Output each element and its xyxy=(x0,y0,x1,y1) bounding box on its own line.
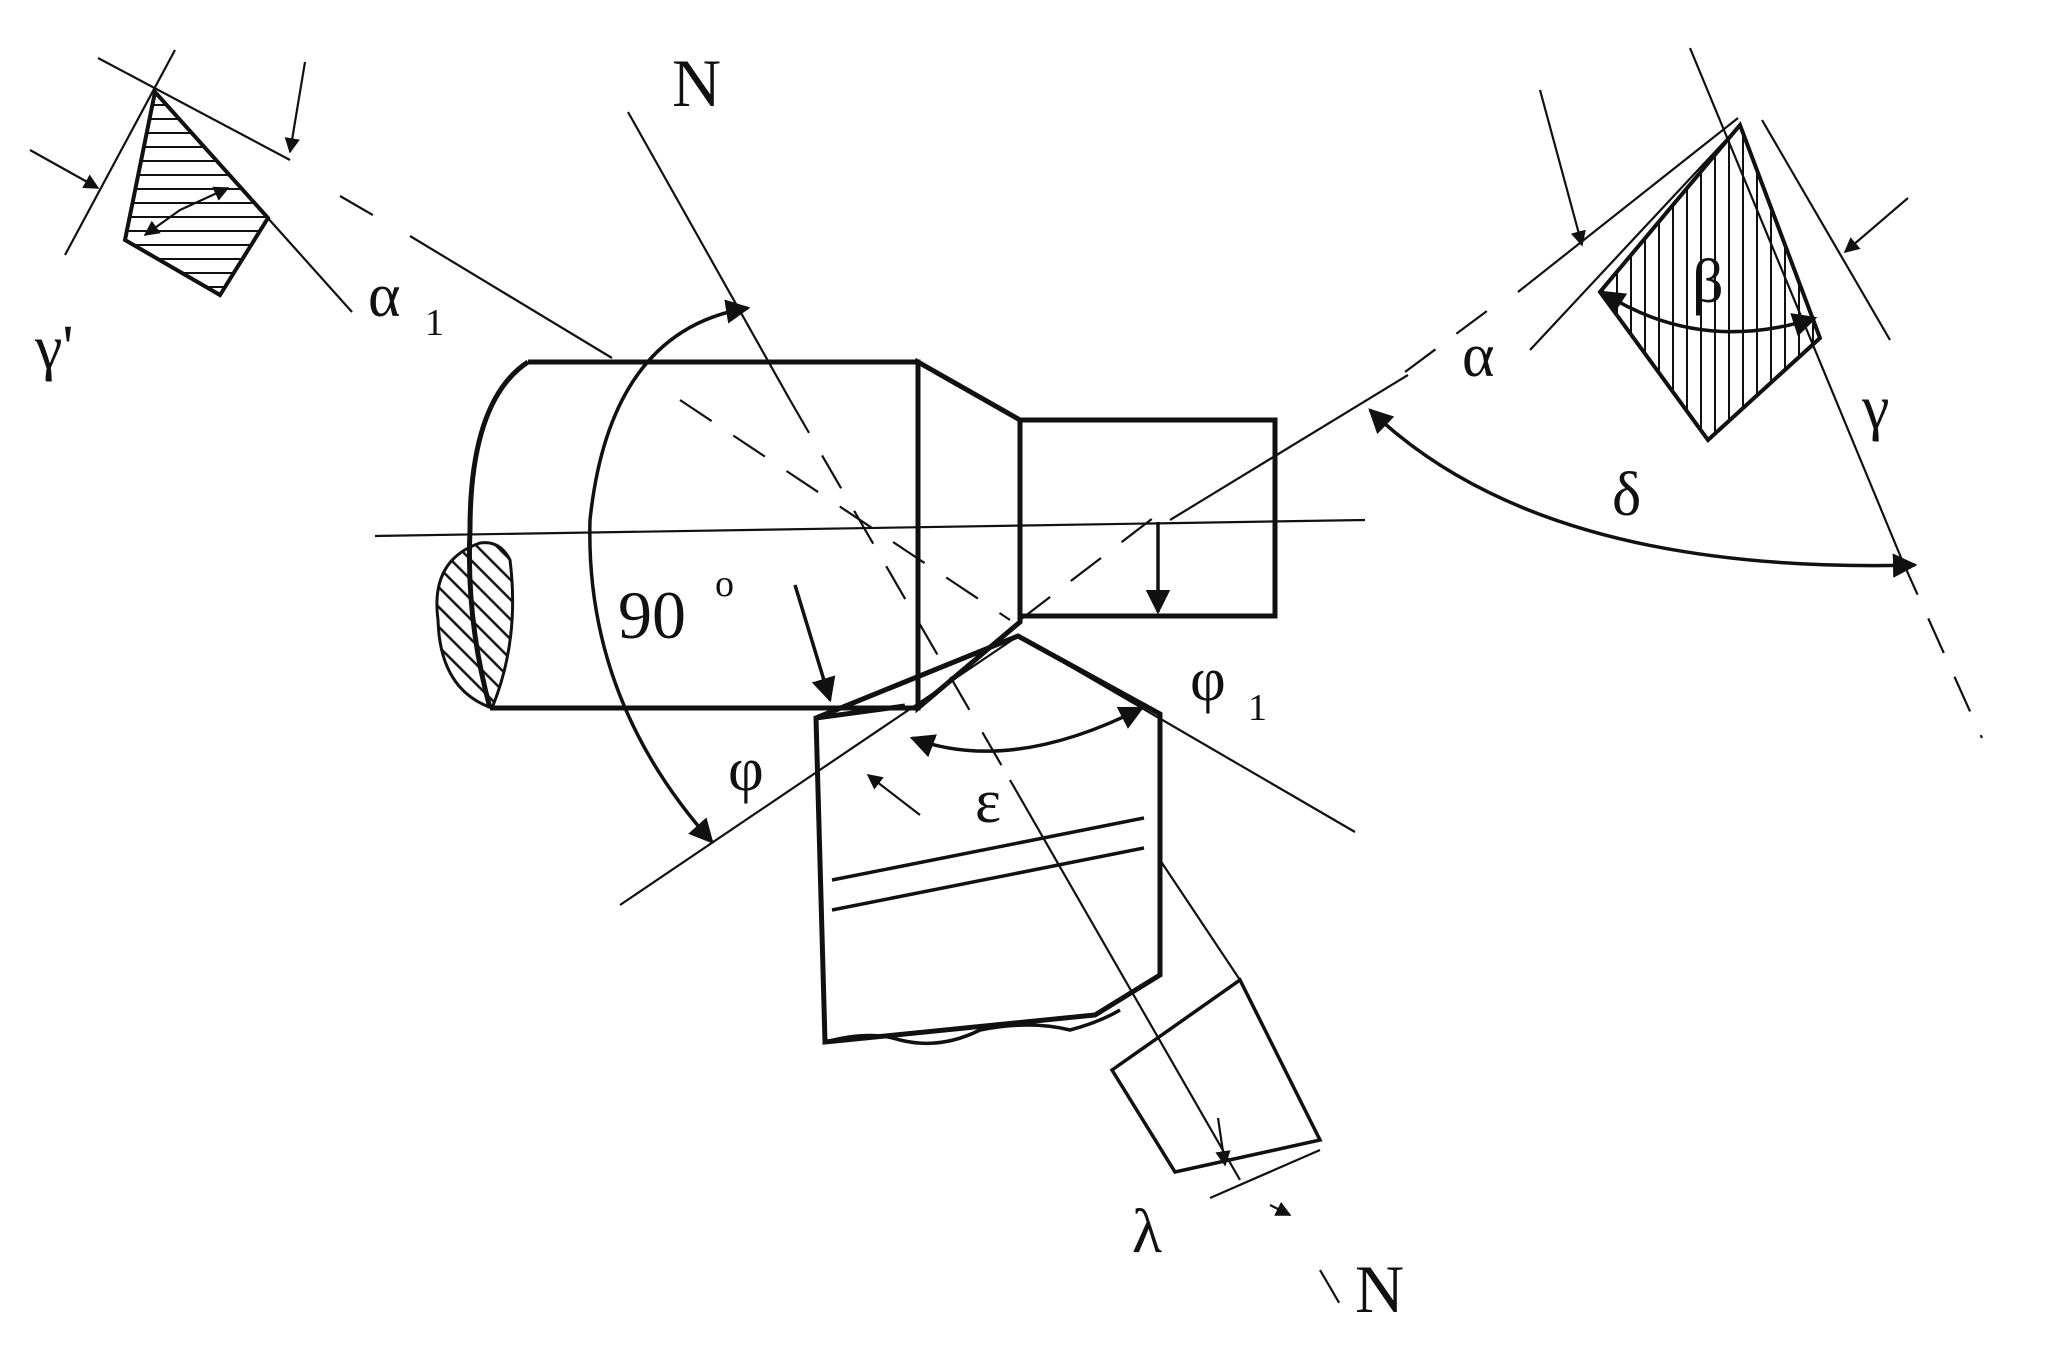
aux-cutting-edge-line xyxy=(1017,635,1356,833)
epsilon-arc xyxy=(909,706,1145,758)
plan-angles: 90 o φ φ 1 ε xyxy=(588,299,1267,844)
tool-line-2 xyxy=(831,846,1145,912)
gamma-prime-label: γ' xyxy=(34,314,74,382)
workpiece-chamfer xyxy=(915,357,1023,714)
aux-section: γ' α 1 xyxy=(29,49,613,382)
phi-arrow xyxy=(793,584,836,703)
nn-line-bottom xyxy=(1009,779,1241,1181)
right-angle-arc xyxy=(588,299,751,844)
lambda-section-box xyxy=(1109,977,1323,1174)
workpiece-axis xyxy=(374,518,1366,538)
normal-bottom-label: N xyxy=(1355,1251,1404,1327)
delta-arc xyxy=(1368,408,1918,578)
normal-top-label: N xyxy=(672,45,721,121)
beta-label: β xyxy=(1692,248,1724,316)
beta-arc xyxy=(1599,290,1818,337)
main-section-upper-dash xyxy=(1404,304,1496,373)
gamma-label: γ xyxy=(1861,374,1889,442)
lambda-reference-line xyxy=(1209,1148,1321,1200)
lambda-label: λ xyxy=(1132,1198,1162,1266)
delta-label: δ xyxy=(1612,461,1641,529)
workpiece-outline xyxy=(466,359,921,711)
tool-line-1 xyxy=(831,816,1145,882)
tool-tip-dashed xyxy=(1019,504,1171,621)
main-section: α β γ δ xyxy=(1368,47,1984,739)
aux-section-dashed xyxy=(339,195,396,229)
alpha1-label: α xyxy=(368,262,400,330)
tool-shank-break xyxy=(824,1008,1121,1046)
phi1-label: φ xyxy=(1190,646,1226,714)
aux-section-hatch xyxy=(122,87,271,298)
aux-section-continue xyxy=(409,235,613,359)
normal-plane-nn: N N xyxy=(627,45,1404,1327)
workpiece-section-hatch xyxy=(435,541,515,710)
cutting-tool xyxy=(619,374,1409,1046)
tool-shank xyxy=(813,633,1163,1045)
right-angle-label: 90 xyxy=(618,577,686,653)
right-angle-degree: o xyxy=(715,563,734,605)
aux-section-top-line xyxy=(97,57,291,161)
nn-line-top xyxy=(627,111,791,401)
workpiece-step xyxy=(1017,417,1278,619)
aux-edge-extension xyxy=(1169,374,1409,521)
alpha1-subscript: 1 xyxy=(425,302,444,344)
alpha-label: α xyxy=(1462,322,1494,390)
phi-label: φ xyxy=(728,736,764,804)
nn-line-tail xyxy=(1319,1269,1353,1326)
main-cutting-edge xyxy=(815,703,906,721)
main-section-upper-line xyxy=(1517,117,1739,293)
nn-line-mid xyxy=(789,399,1011,781)
inclination-section: λ xyxy=(1109,859,1323,1266)
epsilon-label: ε xyxy=(975,768,1001,836)
main-section-diag xyxy=(1529,124,1741,351)
main-section-right-line xyxy=(1761,119,1891,341)
phi1-subscript: 1 xyxy=(1248,687,1267,729)
workpiece xyxy=(374,357,1366,714)
main-section-rake-dash xyxy=(1900,559,1984,739)
aux-section-steep xyxy=(64,49,176,256)
